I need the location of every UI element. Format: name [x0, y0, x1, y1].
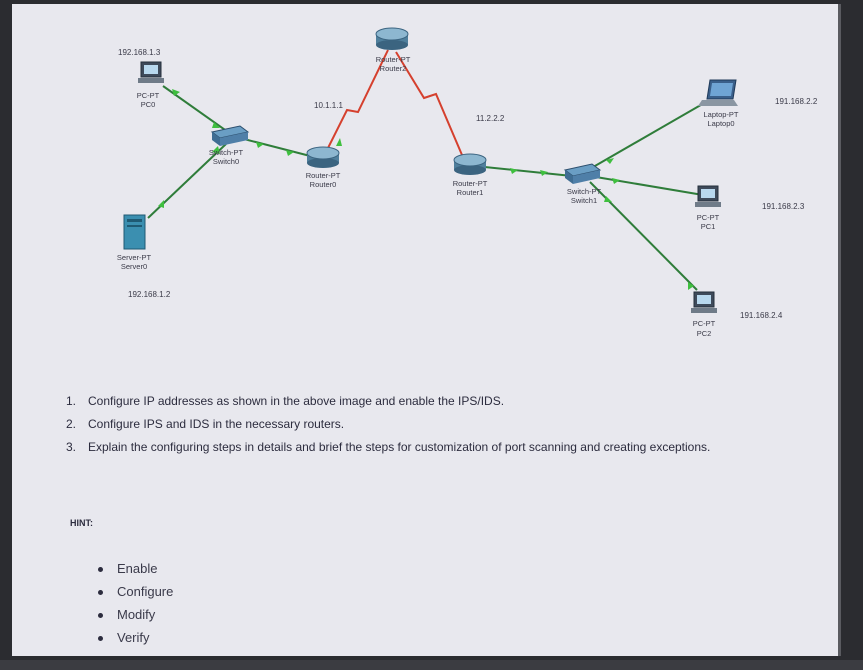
- router1-type: Router-PT: [453, 179, 488, 188]
- task-item: 2. Configure IPS and IDS in the necessar…: [66, 417, 796, 431]
- switch0-node[interactable]: Switch-PT Switch0: [209, 125, 250, 166]
- laptop0-type: Laptop-PT: [703, 110, 738, 119]
- switch0-type: Switch-PT: [209, 148, 244, 157]
- pc1-name: PC1: [701, 222, 716, 231]
- port-up-icon: [540, 170, 548, 176]
- router1-node[interactable]: Router-PT Router1: [453, 153, 488, 197]
- server0-node[interactable]: Server-PT Server0 192.168.1.2: [117, 214, 171, 299]
- port-up-icon: [286, 150, 294, 156]
- link-router2-router1-serial: [395, 51, 466, 163]
- pc1-type: PC-PT: [697, 213, 720, 222]
- port-up-icon: [212, 122, 220, 128]
- pc-icon: [691, 291, 717, 313]
- router0-type: Router-PT: [306, 171, 341, 180]
- pc-icon: [138, 61, 164, 83]
- task-text: Explain the configuring steps in details…: [88, 440, 711, 454]
- pc1-node[interactable]: PC-PT PC1 191.168.2.3: [695, 185, 805, 231]
- task-number: 2.: [66, 417, 77, 431]
- pc2-ip: 191.168.2.4: [740, 311, 783, 320]
- router0-name: Router0: [310, 180, 337, 189]
- link-pc0-switch0: [162, 85, 229, 133]
- server0-type: Server-PT: [117, 253, 152, 262]
- server0-name: Server0: [121, 262, 147, 271]
- port-up-icon: [172, 89, 180, 96]
- port-up-icon: [604, 196, 612, 202]
- link-router1-switch1: [474, 165, 573, 177]
- laptop0-name: Laptop0: [707, 119, 734, 128]
- pc2-type: PC-PT: [693, 319, 716, 328]
- pc0-node[interactable]: 192.168.1.3 PC-PT PC0: [118, 48, 164, 109]
- task-list: 1. Configure IP addresses as shown in th…: [66, 394, 796, 463]
- task-text: Configure IPS and IDS in the necessary r…: [88, 417, 345, 431]
- router-icon: [375, 27, 409, 50]
- server-icon: [123, 214, 146, 250]
- pc2-node[interactable]: PC-PT PC2 191.168.2.4: [691, 291, 783, 338]
- document-sheet: [12, 4, 841, 656]
- laptop-icon: [698, 79, 738, 106]
- link-label-router2-router1: 11.2.2.2: [476, 114, 505, 123]
- link-label-router0-router2: 10.1.1.1: [314, 101, 343, 110]
- switch-icon: [210, 125, 250, 146]
- switch0-name: Switch0: [213, 157, 239, 166]
- laptop0-node[interactable]: Laptop-PT Laptop0 191.168.2.2: [698, 79, 818, 128]
- port-up-icon: [336, 138, 342, 146]
- screen-bezel-bottom: [0, 660, 863, 670]
- hint-item: Verify: [95, 629, 173, 652]
- pc0-name: PC0: [141, 100, 156, 109]
- link-switch1-laptop0: [587, 101, 707, 171]
- pc2-name: PC2: [697, 329, 712, 338]
- router-icon: [306, 146, 340, 168]
- link-switch1-pc1: [589, 175, 704, 196]
- server0-ip: 192.168.1.2: [128, 290, 171, 299]
- port-up-icon: [510, 168, 518, 174]
- port-up-icon: [688, 282, 694, 290]
- router2-node[interactable]: Router-PT Router2: [375, 27, 411, 73]
- pc0-type: PC-PT: [137, 91, 160, 100]
- router0-node[interactable]: Router-PT Router0: [306, 146, 341, 189]
- port-up-icon: [158, 200, 164, 208]
- port-up-icon: [256, 142, 264, 148]
- port-up-icon: [612, 178, 620, 184]
- link-switch0-router0: [239, 137, 319, 159]
- router2-name: Router2: [380, 64, 407, 73]
- pc-icon: [695, 185, 721, 207]
- network-topology-diagram: 192.168.1.3 PC-PT PC0 Switch-PT Switch0 …: [117, 27, 818, 338]
- switch-icon: [563, 163, 602, 184]
- hint-list: Enable Configure Modify Verify: [95, 560, 173, 652]
- router-icon: [453, 153, 487, 175]
- hint-item: Enable: [95, 560, 173, 583]
- task-item: 3. Explain the configuring steps in deta…: [66, 440, 796, 454]
- switch1-name: Switch1: [571, 196, 597, 205]
- router2-type: Router-PT: [376, 55, 411, 64]
- task-item: 1. Configure IP addresses as shown in th…: [66, 394, 796, 408]
- switch1-type: Switch-PT: [567, 187, 602, 196]
- laptop0-ip: 191.168.2.2: [775, 97, 818, 106]
- task-text: Configure IP addresses as shown in the a…: [88, 394, 505, 408]
- links: [147, 49, 707, 291]
- switch1-node[interactable]: Switch-PT Switch1: [563, 163, 602, 205]
- link-router0-router2-serial: [325, 49, 389, 153]
- hint-label: HINT:: [70, 518, 93, 528]
- hint-item: Configure: [95, 583, 173, 606]
- pc1-ip: 191.168.2.3: [762, 202, 805, 211]
- task-number: 1.: [66, 394, 77, 408]
- pc0-ip: 192.168.1.3: [118, 48, 161, 57]
- port-up-icon: [212, 146, 220, 154]
- hint-item: Modify: [95, 606, 173, 629]
- task-number: 3.: [66, 440, 77, 454]
- port-up-icon: [606, 158, 614, 164]
- router1-name: Router1: [457, 188, 484, 197]
- port-status-markers: [158, 89, 694, 290]
